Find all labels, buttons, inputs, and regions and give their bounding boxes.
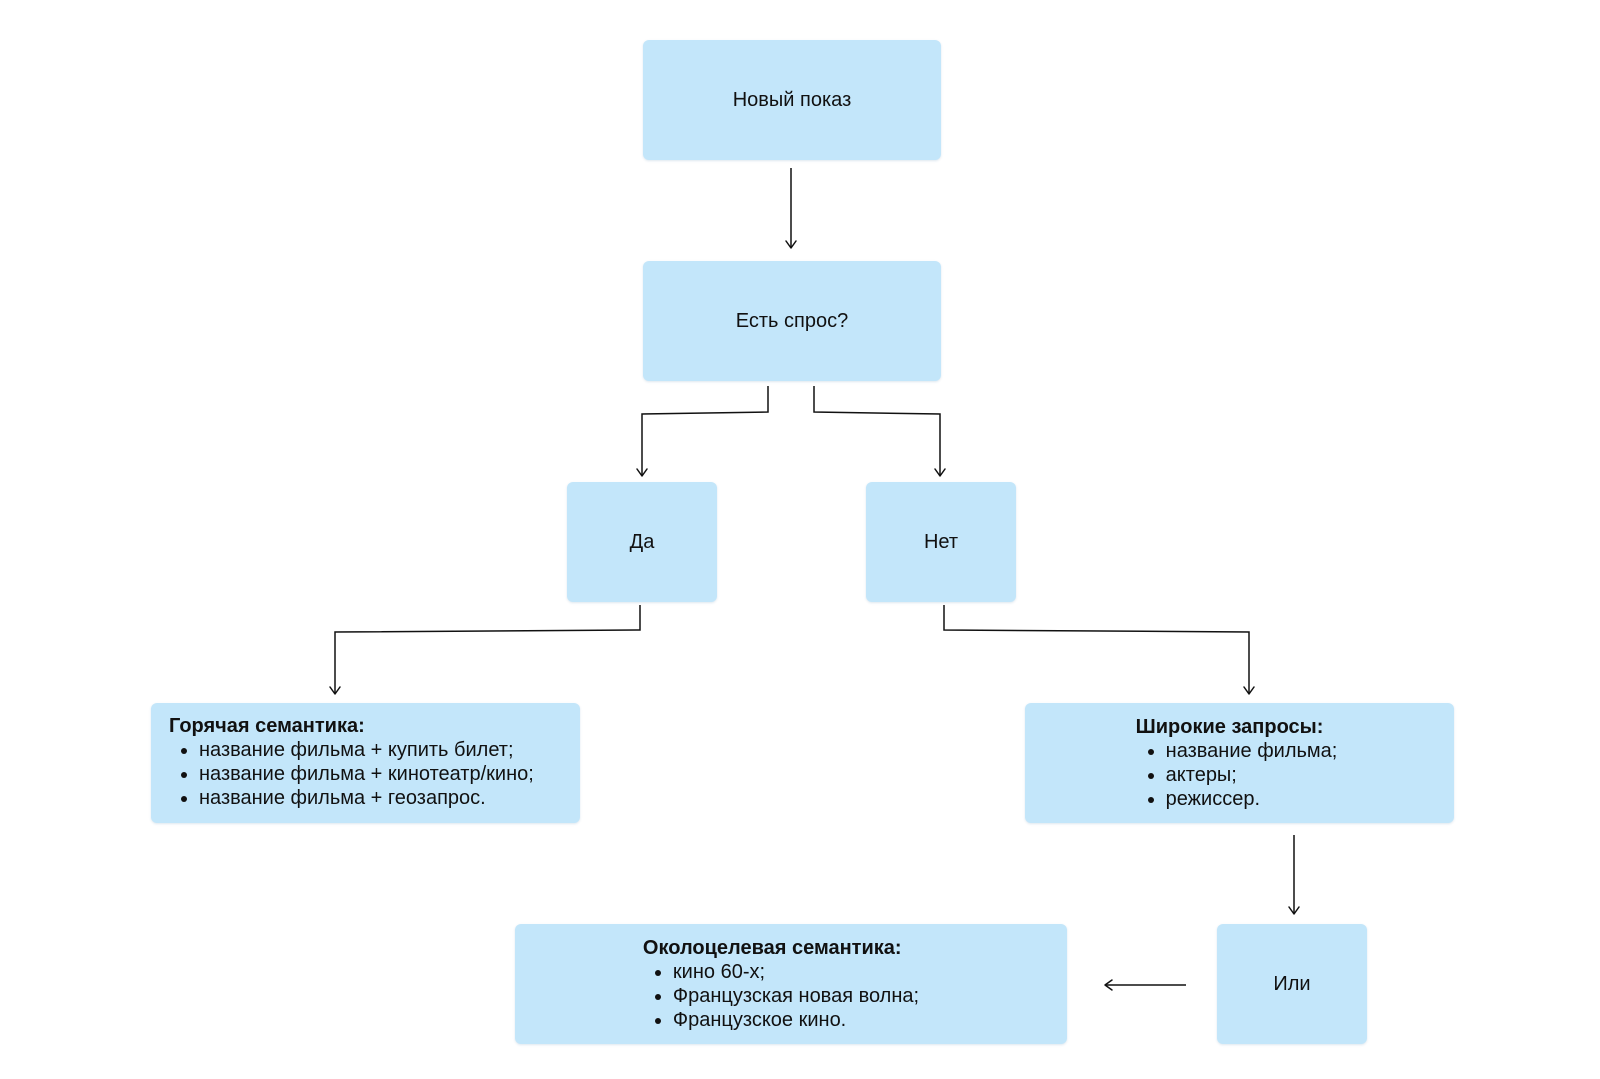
list-item: режиссер. [1166, 787, 1338, 811]
edge-no-to-broad [943, 605, 1250, 694]
node-near-target-semantics: Околоцелевая семантика: кино 60-х; Франц… [515, 924, 1067, 1044]
list-item: актеры; [1166, 763, 1338, 787]
node-no-label: Нет [923, 530, 959, 553]
arrowhead [636, 468, 648, 477]
node-broad-queries: Широкие запросы: название фильма; актеры… [1025, 703, 1454, 823]
arrowhead [934, 468, 946, 477]
node-has-demand-label: Есть спрос? [735, 309, 849, 332]
node-new-show: Новый показ [643, 40, 941, 160]
arrowhead [1104, 979, 1113, 991]
near-target-semantics-title: Околоцелевая семантика: [642, 937, 902, 959]
node-yes: Да [567, 482, 717, 602]
edge-yes-to-hot [334, 605, 641, 694]
hot-semantics-list: название фильма + купить билет; название… [169, 738, 562, 810]
node-or: Или [1217, 924, 1367, 1044]
hot-semantics-title: Горячая семантика: [169, 715, 365, 737]
list-item: название фильма; [1166, 739, 1338, 763]
node-hot-semantics: Горячая семантика: название фильма + куп… [151, 703, 580, 823]
node-new-show-label: Новый показ [732, 88, 852, 111]
node-yes-label: Да [629, 530, 655, 553]
arrowhead [1243, 686, 1255, 695]
arrowhead [1288, 906, 1300, 915]
list-item: название фильма + кинотеатр/кино; [199, 762, 562, 786]
edge-demand-to-yes [641, 386, 769, 476]
node-or-label: Или [1273, 972, 1311, 995]
arrowhead [785, 240, 797, 249]
list-item: Французская новая волна; [673, 984, 919, 1008]
broad-queries-title: Широкие запросы: [1135, 716, 1324, 738]
node-no: Нет [866, 482, 1016, 602]
list-item: кино 60-х; [673, 960, 919, 984]
node-has-demand: Есть спрос? [643, 261, 941, 381]
list-item: Французское кино. [673, 1008, 919, 1032]
edge-demand-to-no [813, 386, 941, 476]
list-item: название фильма + геозапрос. [199, 786, 562, 810]
broad-queries-list: название фильма; актеры; режиссер. [1136, 739, 1338, 811]
list-item: название фильма + купить билет; [199, 738, 562, 762]
arrowhead [329, 686, 341, 695]
near-target-semantics-list: кино 60-х; Французская новая волна; Фран… [643, 960, 919, 1032]
